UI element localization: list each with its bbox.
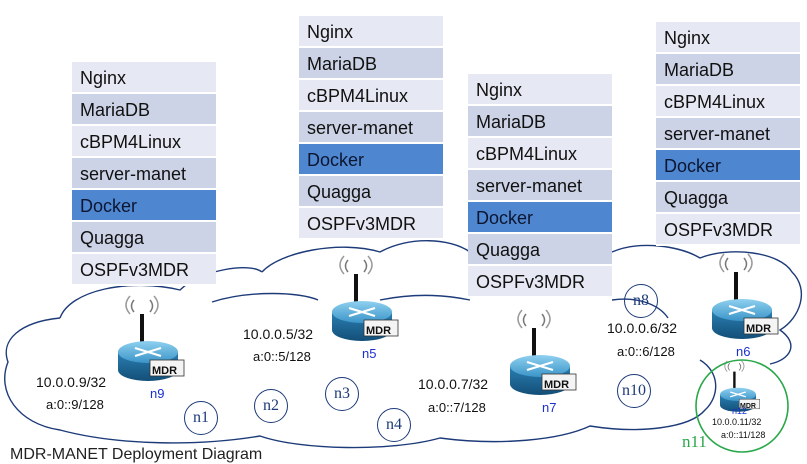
stack-layer: OSPFv3MDR xyxy=(468,266,612,298)
stack-layer: Nginx xyxy=(468,74,612,106)
node-label-n6: n6 xyxy=(736,344,751,359)
stack-layer: MariaDB xyxy=(72,94,216,126)
stack-layer: MariaDB xyxy=(299,48,443,80)
stack-layer-highlight: Docker xyxy=(656,150,800,182)
stack-n5: Nginx MariaDB cBPM4Linux server-manet Do… xyxy=(299,16,443,240)
node-label-n7: n7 xyxy=(542,400,557,415)
ipv4-n6: 10.0.0.6/32 xyxy=(607,320,678,336)
badge-n7: MDR xyxy=(544,379,569,391)
badge-n5: MDR xyxy=(366,325,391,337)
network-label-n4: n4 xyxy=(377,408,411,442)
ipv4-n12: 10.0.0.11/32 xyxy=(712,417,762,427)
stack-layer: Nginx xyxy=(72,62,216,94)
node-label-n9: n9 xyxy=(150,386,165,401)
node-label-n12: n12 xyxy=(732,406,748,416)
ipv4-n9: 10.0.0.9/32 xyxy=(36,374,107,390)
new-node-label: n11 xyxy=(682,432,707,451)
stack-layer: server-manet xyxy=(468,170,612,202)
stack-layer: Quagga xyxy=(72,222,216,254)
ipv6-n12: a:0::11/128 xyxy=(721,430,766,440)
node-label-n5: n5 xyxy=(362,346,377,361)
stack-layer: server-manet xyxy=(299,112,443,144)
stack-layer: MariaDB xyxy=(468,106,612,138)
stack-layer: cBPM4Linux xyxy=(299,80,443,112)
ipv6-n7: a:0::7/128 xyxy=(428,400,486,415)
badge-n9: MDR xyxy=(152,365,177,377)
stack-layer: OSPFv3MDR xyxy=(72,254,216,286)
stack-layer: Nginx xyxy=(299,16,443,48)
ipv4-n5: 10.0.0.5/32 xyxy=(243,326,314,342)
stack-layer: MariaDB xyxy=(656,54,800,86)
stack-layer: Quagga xyxy=(656,182,800,214)
stack-n6: Nginx MariaDB cBPM4Linux server-manet Do… xyxy=(656,22,800,246)
stack-n9: Nginx MariaDB cBPM4Linux server-manet Do… xyxy=(72,62,216,286)
network-label-n8: n8 xyxy=(624,284,658,318)
network-label-n3: n3 xyxy=(325,377,359,411)
network-label-n2: n2 xyxy=(254,389,288,423)
stack-layer: Quagga xyxy=(468,234,612,266)
manet-clouds xyxy=(4,240,803,449)
stack-layer: Nginx xyxy=(656,22,800,54)
stack-layer: OSPFv3MDR xyxy=(299,208,443,240)
stack-layer-highlight: Docker xyxy=(468,202,612,234)
stack-layer: cBPM4Linux xyxy=(468,138,612,170)
badge-n6: MDR xyxy=(746,323,771,335)
stack-layer-highlight: Docker xyxy=(72,190,216,222)
ipv6-n9: a:0::9/128 xyxy=(46,397,104,412)
ipv4-n7: 10.0.0.7/32 xyxy=(418,376,489,392)
diagram-caption: MDR-MANET Deployment Diagram xyxy=(10,446,263,463)
stack-layer: cBPM4Linux xyxy=(656,86,800,118)
new-node-ring xyxy=(695,359,789,453)
badge-n12: MDR xyxy=(740,403,756,410)
ipv6-n5: a:0::5/128 xyxy=(253,349,311,364)
ipv6-n6: a:0::6/128 xyxy=(617,344,675,359)
network-label-n1: n1 xyxy=(184,401,218,435)
stack-layer-highlight: Docker xyxy=(299,144,443,176)
stack-n7: Nginx MariaDB cBPM4Linux server-manet Do… xyxy=(468,74,612,298)
network-label-n10: n10 xyxy=(617,374,651,408)
stack-layer: cBPM4Linux xyxy=(72,126,216,158)
stack-layer: server-manet xyxy=(72,158,216,190)
stack-layer: server-manet xyxy=(656,118,800,150)
stack-layer: OSPFv3MDR xyxy=(656,214,800,246)
stack-layer: Quagga xyxy=(299,176,443,208)
